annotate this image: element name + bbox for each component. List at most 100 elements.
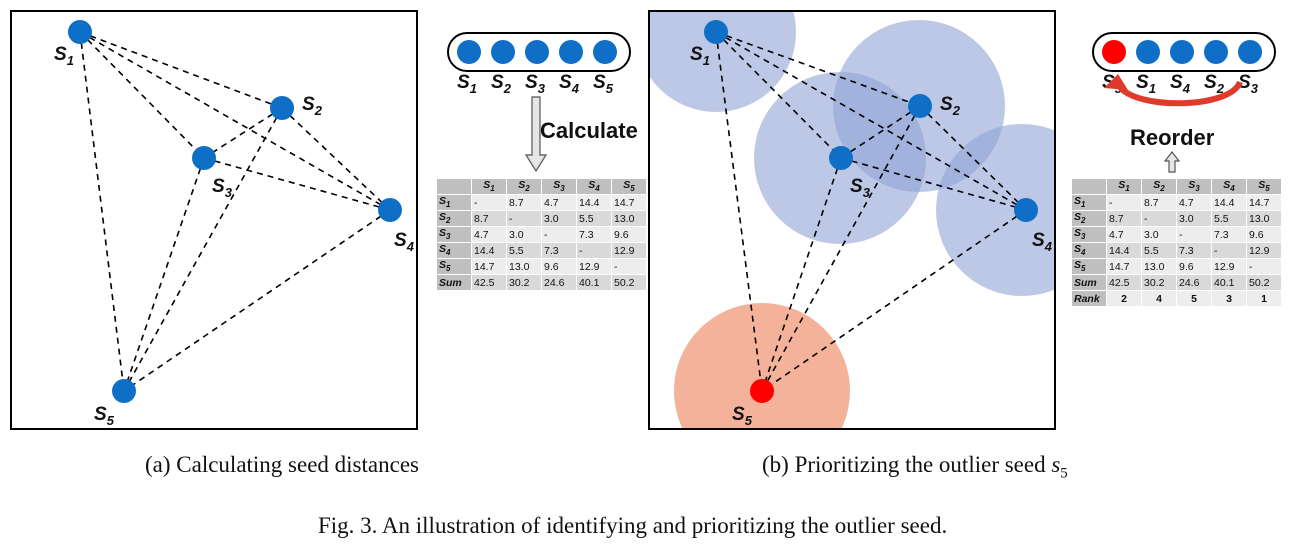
table-cell: 9.6 xyxy=(611,226,647,243)
queue-seed-3 xyxy=(525,40,549,64)
table-cell: - xyxy=(1211,242,1247,259)
caption-b-var: s xyxy=(1051,452,1061,477)
table-cell: 12.9 xyxy=(611,242,647,259)
queue-seed-2 xyxy=(491,40,515,64)
edge-s1-s4 xyxy=(79,31,391,211)
reorder-label: Reorder xyxy=(1130,125,1215,150)
table-cell: 4.7 xyxy=(1176,194,1212,211)
table-row-header: S3 xyxy=(1071,226,1107,243)
reorder-curved-arrow-icon xyxy=(1104,74,1243,107)
table-cell: 14.4 xyxy=(1211,194,1247,211)
table-cell: 50.2 xyxy=(1246,274,1282,291)
node-s4 xyxy=(378,198,402,222)
table-cell: 14.7 xyxy=(1106,258,1142,275)
table-cell: 30.2 xyxy=(506,274,542,291)
calculate-label: Calculate xyxy=(540,118,638,143)
table-cell: 40.1 xyxy=(576,274,612,291)
queue-seed-1 xyxy=(457,40,481,64)
table-col-header: S5 xyxy=(611,178,647,195)
table-cell: 12.9 xyxy=(1246,242,1282,259)
table-cell: 4.7 xyxy=(471,226,507,243)
edge-s3-s5 xyxy=(761,157,842,392)
table-col-header: S4 xyxy=(1211,178,1247,195)
queue-seed-5 xyxy=(1238,40,1262,64)
reorder-up-arrow-icon xyxy=(1164,151,1180,173)
table-row-header: S4 xyxy=(1071,242,1107,259)
edge-s2-s3 xyxy=(203,107,283,159)
table-cell: 2 xyxy=(1106,290,1142,307)
edge-s2-s4 xyxy=(919,105,1027,211)
table-cell: 14.4 xyxy=(576,194,612,211)
calculate-arrow-icon xyxy=(524,96,548,173)
table-cell: - xyxy=(506,210,542,227)
queue-label-2: S2 xyxy=(491,72,512,94)
table-cell: 3.0 xyxy=(506,226,542,243)
queue-seed-4 xyxy=(559,40,583,64)
table-cell: 5.5 xyxy=(506,242,542,259)
table-cell: 5.5 xyxy=(1211,210,1247,227)
queue-seed-1 xyxy=(1102,40,1126,64)
node-s3 xyxy=(829,146,853,170)
edge-s2-s3 xyxy=(840,105,921,159)
table-cell: 3.0 xyxy=(1141,226,1177,243)
node-s2 xyxy=(270,96,294,120)
table-cell: 42.5 xyxy=(1106,274,1142,291)
table-cell: - xyxy=(576,242,612,259)
table-cell: 12.9 xyxy=(1211,258,1247,275)
edge-s2-s4 xyxy=(281,107,391,211)
table-cell: 14.7 xyxy=(611,194,647,211)
caption-b: (b) Prioritizing the outlier seed s5 xyxy=(762,452,1068,483)
table-cell: 3.0 xyxy=(541,210,577,227)
coverage-circle-s5 xyxy=(674,303,850,430)
table-cell: 24.6 xyxy=(1176,274,1212,291)
table-cell: - xyxy=(1246,258,1282,275)
edge-s1-s2 xyxy=(715,31,921,107)
node-s1 xyxy=(68,20,92,44)
table-cell: - xyxy=(1141,210,1177,227)
table-col-header: S5 xyxy=(1246,178,1282,195)
queue-label-4: S4 xyxy=(559,72,580,94)
table-cell: 12.9 xyxy=(576,258,612,275)
edge-s1-s3 xyxy=(79,31,205,159)
node-s1 xyxy=(704,20,728,44)
coverage-circle-s4 xyxy=(936,124,1056,296)
node-s2 xyxy=(908,94,932,118)
table-row-header: S3 xyxy=(436,226,472,243)
table-col-header: S4 xyxy=(576,178,612,195)
table-cell: - xyxy=(1176,226,1212,243)
table-cell: 4.7 xyxy=(541,194,577,211)
caption-b-text: (b) Prioritizing the outlier seed xyxy=(762,452,1052,477)
edge-s4-s5 xyxy=(123,209,391,392)
queue-label-3: S3 xyxy=(525,72,546,94)
table-cell: 7.3 xyxy=(576,226,612,243)
table-cell: 40.1 xyxy=(1211,274,1247,291)
table-row-header: Sum xyxy=(436,274,472,291)
queue-label-1: S1 xyxy=(457,72,477,94)
table-row-header: Sum xyxy=(1071,274,1107,291)
table-cell: 14.4 xyxy=(471,242,507,259)
table-cell: 14.4 xyxy=(1106,242,1142,259)
table-cell: - xyxy=(1106,194,1142,211)
caption-b-sub: 5 xyxy=(1060,465,1068,482)
table-row-header: S4 xyxy=(436,242,472,259)
node-s5 xyxy=(750,379,774,403)
node-s5 xyxy=(112,379,136,403)
coverage-circle-s1 xyxy=(648,10,796,112)
edge-s4-s5 xyxy=(761,209,1027,392)
table-cell: - xyxy=(541,226,577,243)
table-col-header: S2 xyxy=(506,178,542,195)
table-cell: 3.0 xyxy=(1176,210,1212,227)
panel-b-seed-queue: S5S1S4S2S3 xyxy=(1092,32,1276,94)
table-cell: 8.7 xyxy=(471,210,507,227)
